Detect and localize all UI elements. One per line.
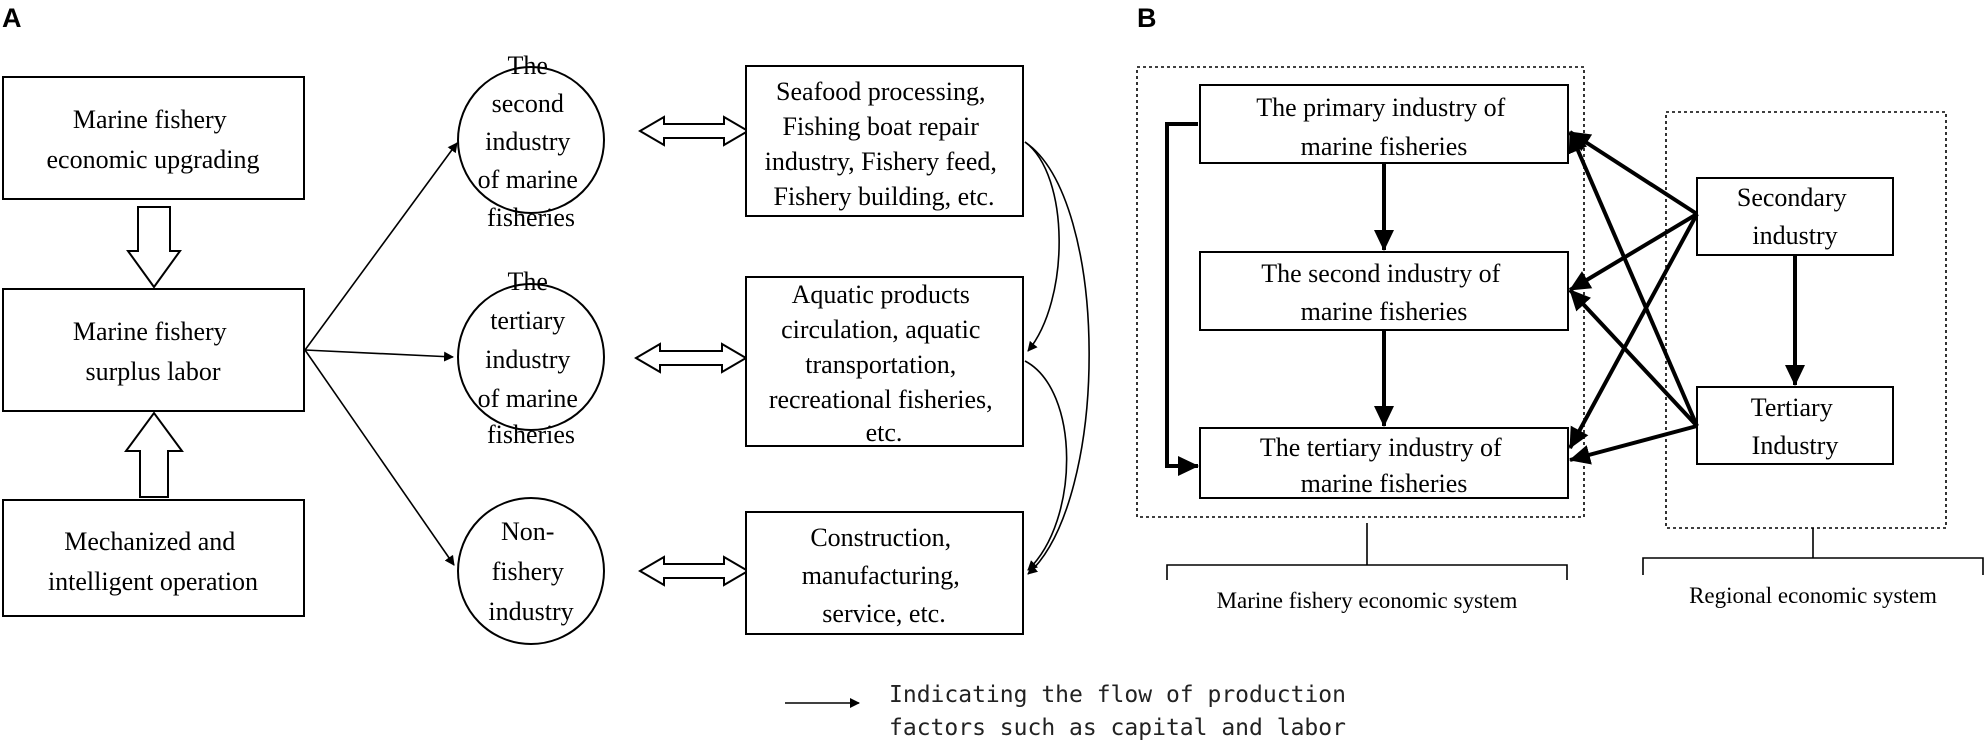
non-fishery-circle [457,497,605,645]
secondary-industry-text: Secondary industry [1737,183,1853,250]
tertiary-industry-b-text: The tertiary industry of marine fisherie… [1260,433,1508,498]
upgrading-text: Marine fishery economic upgrading [47,105,260,174]
double-arrow-non-fishery [638,555,750,587]
surplus-labor-text: Marine fishery surplus labor [73,317,233,386]
marine-system-label: Marine fishery economic system [1217,588,1518,613]
curve-second-to-tertiary [1024,141,1060,352]
mechanized-box [2,499,305,617]
arrow-tertiary-regional-to-primary [1568,131,1699,427]
secondary-industry-box [1696,177,1894,256]
curve-second-to-non-fishery [1024,141,1090,575]
non-fishery-examples-box [745,511,1024,635]
second-industry-text: The second industry of marine fisheries [478,51,585,232]
upgrading-box [2,76,305,200]
tertiary-examples-text: Aquatic products circulation, aquatic tr… [769,280,999,447]
non-fishery-text: Non- fishery industry [488,517,573,626]
arrow-secondary-to-second [1568,212,1699,292]
regional-system-label: Regional economic system [1689,583,1937,608]
panel-b-label: B [1137,3,1157,33]
arrow-secondary-to-tertiary-b [1568,213,1699,449]
panel-a-label: A [2,3,22,33]
tertiary-industry-text: The tertiary industry of marine fisherie… [478,267,585,449]
tertiary-examples-box [745,276,1024,447]
second-industry-box [1199,251,1569,331]
tertiary-industry-circle [457,283,605,431]
primary-industry-text: The primary industry of marine fisheries [1256,93,1512,161]
second-industry-b-text: The second industry of marine fisheries [1261,259,1507,326]
primary-industry-box [1199,84,1569,164]
mechanized-text: Mechanized and intelligent operation [48,527,258,596]
tertiary-industry-box [1199,427,1569,499]
second-industry-circle [457,66,605,214]
double-arrow-tertiary [634,342,748,374]
hollow-down-arrow [126,206,182,289]
second-examples-text: Seafood processing, Fishing boat repair … [765,77,1004,211]
double-arrow-second [638,115,750,147]
tertiary-regional-text: Tertiary Industry [1751,393,1839,460]
regional-system-dashed-frame [1665,111,1947,529]
curve-tertiary-to-non-fishery [1024,360,1068,571]
arrow-secondary-to-primary [1568,130,1699,216]
non-fishery-examples-text: Construction, manufacturing, service, et… [802,523,967,628]
arrow-tertiary-regional-to-tertiary-b [1569,424,1698,465]
arrow-to-non-fishery [304,349,455,566]
second-examples-box [745,65,1024,217]
marine-system-bracket [1166,523,1568,580]
arrow-to-second-industry [304,142,458,351]
surplus-labor-box [2,288,305,412]
hollow-up-arrow [124,411,184,498]
arrow-primary-to-tertiary-bypass [1165,122,1199,476]
arrow-tertiary-regional-to-second [1568,288,1699,428]
arrow-to-tertiary-industry [304,349,454,362]
regional-system-bracket [1642,528,1984,575]
legend-text: Indicating the flow of production factor… [889,682,1360,740]
